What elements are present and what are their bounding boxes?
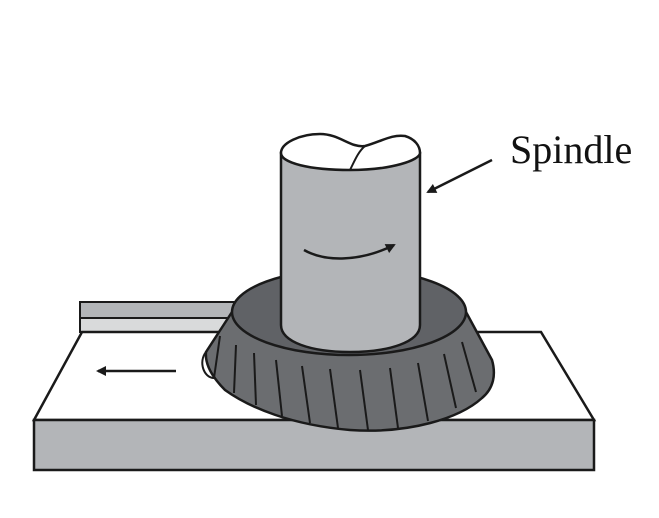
spindle: [279, 132, 422, 354]
spindle-label: Spindle: [510, 127, 632, 172]
arrow-pointer-icon: [426, 158, 493, 194]
workpiece-front-face: [32, 418, 596, 472]
spindle-body: [279, 151, 422, 354]
back-rail: [79, 301, 239, 333]
cutter-teeth: [213, 335, 477, 431]
spindle-top-face: [279, 132, 422, 172]
curved-arrow-right-icon: [303, 243, 396, 260]
